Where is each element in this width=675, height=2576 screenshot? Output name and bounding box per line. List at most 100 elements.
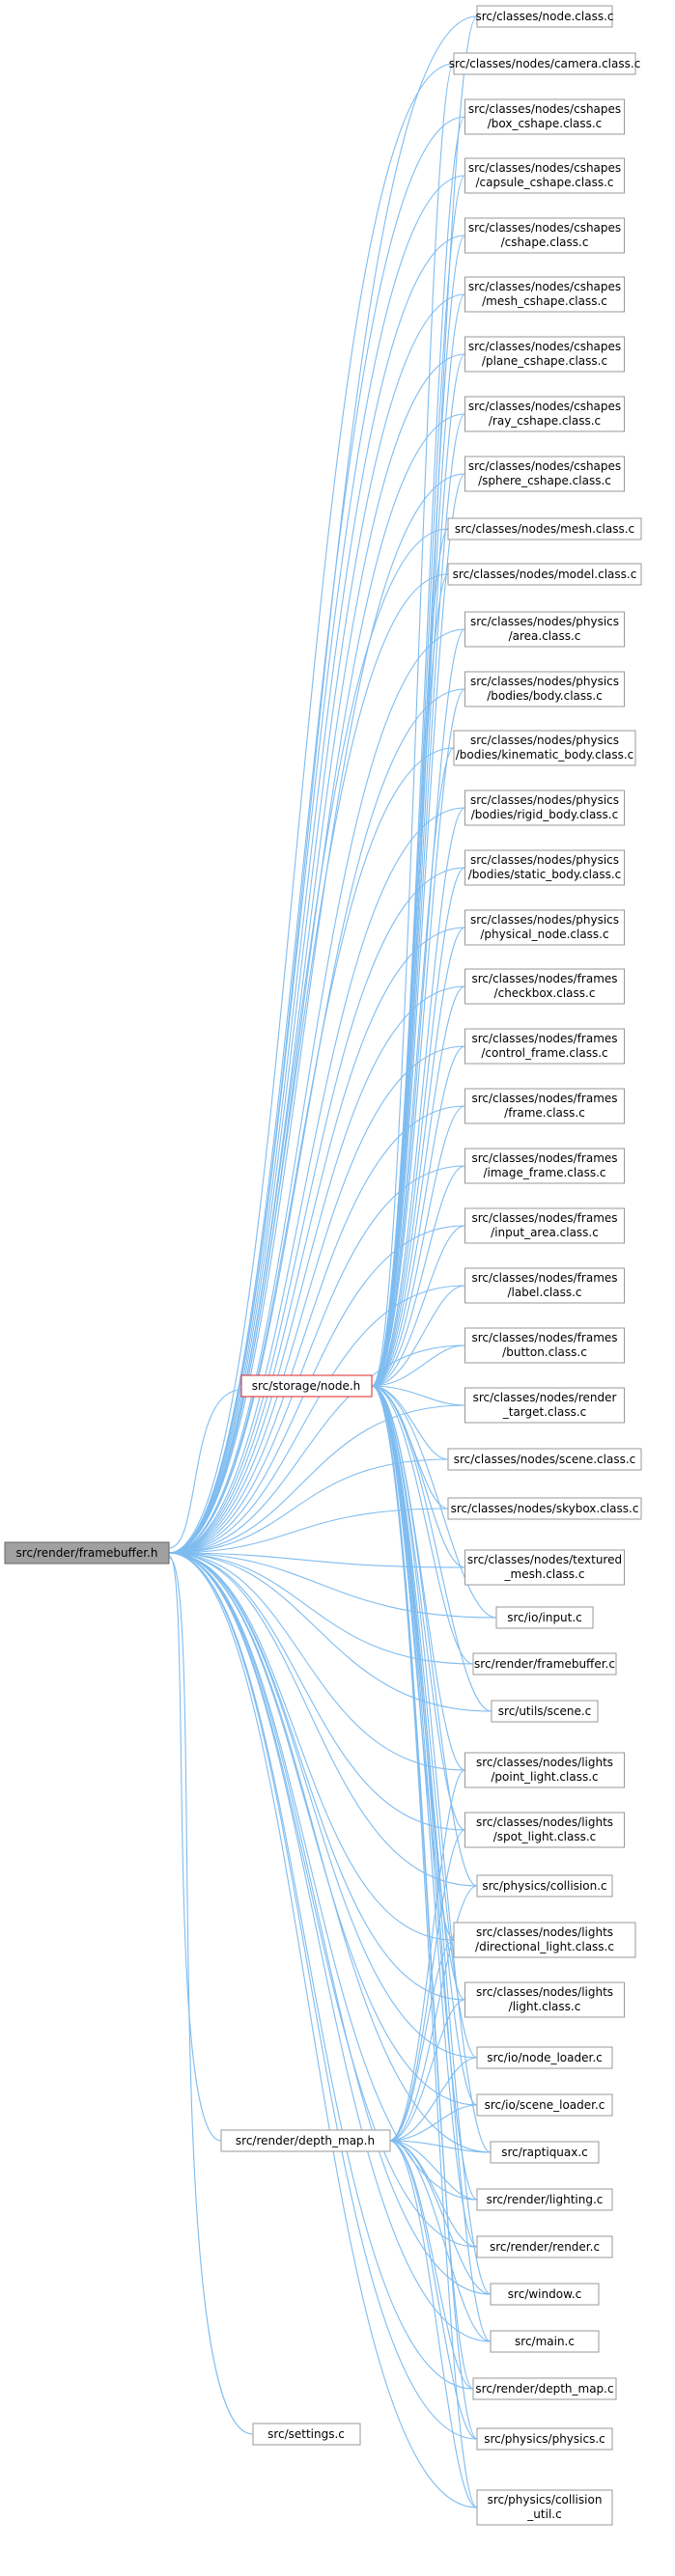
node-label: src/classes/nodes/frames bbox=[471, 1211, 617, 1225]
graph-node-n27[interactable]: src/classes/nodes/textured_mesh.class.c bbox=[464, 1549, 625, 1586]
edge-n34-to-depth-map-h bbox=[388, 1939, 455, 2142]
graph-node-n28[interactable]: src/io/input.c bbox=[495, 1606, 594, 1629]
graph-node-n30[interactable]: src/utils/scene.c bbox=[491, 1700, 599, 1723]
edge-n37-to-depth-map-h bbox=[388, 2104, 478, 2142]
graph-node-n38[interactable]: src/raptiquax.c bbox=[490, 2141, 600, 2164]
graph-node-n39[interactable]: src/render/lighting.c bbox=[476, 2188, 613, 2211]
node-label: /light.class.c bbox=[509, 2000, 581, 2013]
node-box bbox=[464, 1028, 625, 1065]
graph-node-n17[interactable]: src/classes/nodes/frames/checkbox.class.… bbox=[464, 968, 625, 1005]
graph-node-n22[interactable]: src/classes/nodes/frames/label.class.c bbox=[464, 1267, 625, 1304]
hub-node-box bbox=[240, 1374, 373, 1398]
graph-node-root[interactable]: src/render/framebuffer.h bbox=[4, 1541, 170, 1565]
node-box bbox=[491, 1700, 599, 1723]
node-box bbox=[464, 849, 625, 886]
node-box bbox=[472, 2377, 617, 2400]
graph-node-n10[interactable]: src/classes/nodes/model.class.c bbox=[447, 563, 642, 586]
graph-node-n24[interactable]: src/classes/nodes/render_target.class.c bbox=[464, 1387, 625, 1424]
graph-node-n35[interactable]: src/classes/nodes/lights/light.class.c bbox=[464, 1981, 625, 2018]
edge-n20-to-node-h bbox=[371, 1165, 465, 1387]
settings-node-box bbox=[252, 2423, 361, 2446]
node-label: src/classes/nodes/camera.class.c bbox=[449, 57, 641, 70]
edge-n45-to-depth-map-h bbox=[388, 2140, 478, 2508]
node-label: src/classes/node.class.c bbox=[476, 10, 614, 23]
graph-node-n43[interactable]: src/render/depth_map.c bbox=[472, 2377, 617, 2400]
graph-node-n36[interactable]: src/io/node_loader.c bbox=[476, 2046, 613, 2069]
edge-n42-to-depth-map-h bbox=[388, 2140, 492, 2342]
node-label: src/render/framebuffer.c bbox=[474, 1657, 615, 1671]
node-label: /directional_light.class.c bbox=[475, 1940, 614, 1953]
graph-node-n21[interactable]: src/classes/nodes/frames/input_area.clas… bbox=[464, 1207, 625, 1244]
graph-node-n33[interactable]: src/physics/collision.c bbox=[476, 1874, 613, 1897]
node-label: /point_light.class.c bbox=[491, 1770, 598, 1784]
graph-node-n12[interactable]: src/classes/nodes/physics/bodies/body.cl… bbox=[464, 671, 625, 707]
graph-node-settings-c[interactable]: src/settings.c bbox=[252, 2423, 361, 2446]
node-label: src/classes/nodes/physics bbox=[470, 793, 619, 807]
graph-node-n37[interactable]: src/io/scene_loader.c bbox=[476, 2093, 613, 2117]
graph-node-n34[interactable]: src/classes/nodes/lights/directional_lig… bbox=[453, 1922, 636, 1958]
graph-node-n8[interactable]: src/classes/nodes/cshapes/sphere_cshape.… bbox=[464, 456, 625, 492]
graph-node-n18[interactable]: src/classes/nodes/frames/control_frame.c… bbox=[464, 1028, 625, 1065]
graph-node-n14[interactable]: src/classes/nodes/physics/bodies/rigid_b… bbox=[464, 789, 625, 826]
node-label: /checkbox.class.c bbox=[494, 986, 596, 1000]
graph-node-n20[interactable]: src/classes/nodes/frames/image_frame.cla… bbox=[464, 1148, 625, 1184]
edge-n18-to-node-h bbox=[371, 1045, 465, 1387]
edge-n31-to-root bbox=[168, 1552, 465, 1771]
graph-node-n29[interactable]: src/render/framebuffer.c bbox=[472, 1652, 617, 1676]
graph-node-n2[interactable]: src/classes/nodes/cshapes/box_cshape.cla… bbox=[464, 98, 625, 135]
graph-node-storage-node-h[interactable]: src/storage/node.h bbox=[240, 1374, 373, 1398]
graph-node-n6[interactable]: src/classes/nodes/cshapes/plane_cshape.c… bbox=[464, 336, 625, 373]
node-label: src/render/render.c bbox=[490, 2240, 600, 2254]
edge-settings-to-root bbox=[168, 1557, 254, 2435]
node-label: /cshape.class.c bbox=[501, 235, 589, 249]
node-label: src/window.c bbox=[508, 2287, 581, 2301]
graph-node-n1[interactable]: src/classes/nodes/camera.class.c bbox=[449, 52, 641, 75]
graph-node-n5[interactable]: src/classes/nodes/cshapes/mesh_cshape.cl… bbox=[464, 276, 625, 313]
graph-node-n7[interactable]: src/classes/nodes/cshapes/ray_cshape.cla… bbox=[464, 396, 625, 432]
graph-node-n44[interactable]: src/physics/physics.c bbox=[476, 2427, 613, 2451]
node-label: src/classes/nodes/model.class.c bbox=[453, 568, 637, 581]
edge-n42-to-root bbox=[168, 1552, 492, 2342]
graph-node-n41[interactable]: src/window.c bbox=[490, 2283, 600, 2306]
node-label: /ray_cshape.class.c bbox=[489, 414, 601, 428]
node-box bbox=[447, 517, 642, 540]
edge-n36-to-node-h bbox=[371, 1385, 478, 2059]
graph-node-n32[interactable]: src/classes/nodes/lights/spot_light.clas… bbox=[464, 1812, 625, 1848]
graph-node-depth-map-h[interactable]: src/render/depth_map.h bbox=[220, 2129, 391, 2152]
edge-n30-to-node-h bbox=[371, 1385, 492, 1712]
graph-node-n0[interactable]: src/classes/node.class.c bbox=[476, 5, 614, 28]
graph-node-n19[interactable]: src/classes/nodes/frames/frame.class.c bbox=[464, 1088, 625, 1124]
edge-n33-to-node-h bbox=[371, 1385, 478, 1887]
graph-node-n45[interactable]: src/physics/collision_util.c bbox=[476, 2489, 613, 2526]
node-box bbox=[464, 1148, 625, 1184]
graph-node-n9[interactable]: src/classes/nodes/mesh.class.c bbox=[447, 517, 642, 540]
edge-n44-to-root bbox=[168, 1552, 478, 2440]
graph-node-n4[interactable]: src/classes/nodes/cshapes/cshape.class.c bbox=[464, 217, 625, 254]
edge-n33-to-root bbox=[168, 1552, 478, 1887]
graph-node-n40[interactable]: src/render/render.c bbox=[476, 2235, 613, 2258]
graph-node-n42[interactable]: src/main.c bbox=[490, 2330, 600, 2353]
node-label: /bodies/static_body.class.c bbox=[468, 868, 622, 881]
node-box bbox=[453, 1922, 636, 1958]
graph-node-n23[interactable]: src/classes/nodes/frames/button.class.c bbox=[464, 1327, 625, 1364]
node-label: src/classes/nodes/physics bbox=[470, 913, 619, 927]
graph-node-n26[interactable]: src/classes/nodes/skybox.class.c bbox=[447, 1497, 642, 1520]
edge-n22-to-node-h bbox=[371, 1285, 465, 1387]
edge-depthmap-to-root bbox=[168, 1555, 222, 2142]
edge-n38-to-depth-map-h bbox=[388, 2140, 492, 2153]
node-label: src/classes/nodes/lights bbox=[476, 1815, 613, 1829]
graph-node-n13[interactable]: src/classes/nodes/physics/bodies/kinemat… bbox=[453, 730, 636, 766]
graph-node-n3[interactable]: src/classes/nodes/cshapes/capsule_cshape… bbox=[464, 157, 625, 194]
node-box bbox=[453, 52, 636, 75]
graph-node-n25[interactable]: src/classes/nodes/scene.class.c bbox=[447, 1448, 642, 1471]
graph-node-n15[interactable]: src/classes/nodes/physics/bodies/static_… bbox=[464, 849, 625, 886]
edge-n44-to-depth-map-h bbox=[388, 2140, 478, 2440]
node-label: src/classes/nodes/skybox.class.c bbox=[451, 1502, 639, 1515]
edge-n23-to-root bbox=[168, 1344, 465, 1554]
graph-node-n16[interactable]: src/classes/nodes/physics/physical_node.… bbox=[464, 909, 625, 946]
graph-node-n11[interactable]: src/classes/nodes/physics/area.class.c bbox=[464, 611, 625, 648]
depth-map-node-box bbox=[220, 2129, 391, 2152]
root-node-box bbox=[4, 1541, 170, 1565]
node-label: src/classes/nodes/frames bbox=[471, 1331, 617, 1344]
graph-node-n31[interactable]: src/classes/nodes/lights/point_light.cla… bbox=[464, 1752, 625, 1788]
